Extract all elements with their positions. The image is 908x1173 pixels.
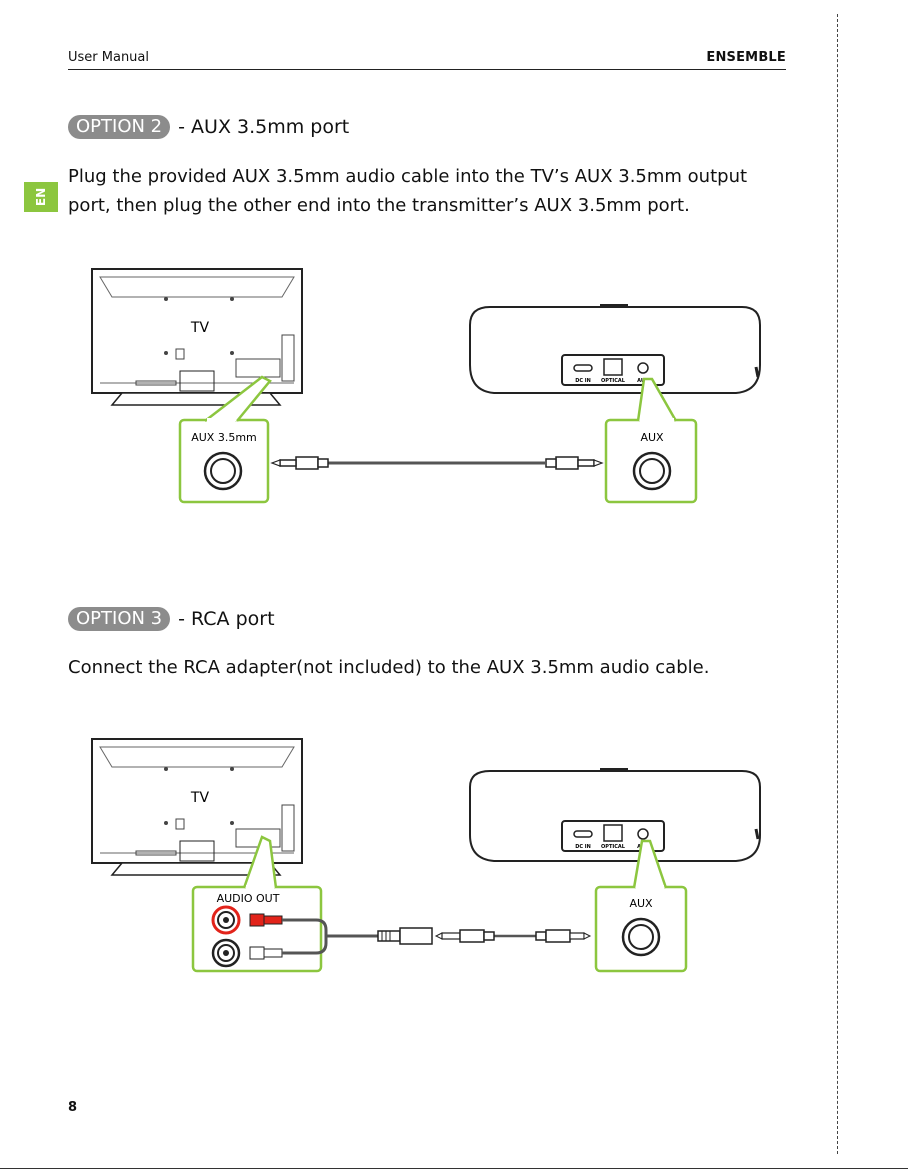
option3-diagram: TV DC IN OPTICAL AUX AUDIO OUT [91, 738, 761, 973]
header-title: User Manual [68, 50, 150, 65]
tx-dcin-label: DC IN [575, 378, 591, 384]
option3-title: - RCA port [178, 608, 275, 630]
transmitter-illustration: DC IN OPTICAL AUX [469, 304, 761, 394]
footer-divider [0, 1168, 908, 1169]
option3-instructions: Connect the RCA adapter(not included) to… [68, 653, 788, 682]
rca-adapter-cable [282, 918, 433, 955]
option2-heading: OPTION 2 - AUX 3.5mm port [68, 115, 349, 139]
tv-label: TV [190, 320, 210, 336]
option2-title: - AUX 3.5mm port [178, 116, 350, 138]
language-tab: EN [24, 182, 58, 212]
transmitter-illustration: DC IN OPTICAL AUX [469, 768, 761, 862]
header-brand: ENSEMBLE [706, 50, 786, 65]
header-divider [68, 69, 786, 70]
tx-optical-label: OPTICAL [601, 378, 626, 384]
tv-back-illustration: TV [91, 268, 303, 406]
option3-badge: OPTION 3 [68, 607, 171, 631]
tx-aux-port-label: AUX [629, 897, 653, 910]
language-tab-label: EN [34, 187, 48, 207]
option3-line1: Connect the RCA adapter(not included) to… [68, 657, 710, 678]
option2-badge: OPTION 2 [68, 115, 171, 139]
tv-audio-out-label: AUDIO OUT [217, 892, 280, 905]
option2-line1: Plug the provided AUX 3.5mm audio cable … [68, 166, 748, 187]
tv-aux-callout: AUX 3.5mm [178, 375, 272, 504]
option2-diagram: TV DC IN OPTICAL AUX AUX 3.5mm AUX [91, 268, 761, 504]
tx-dcin-label: DC IN [575, 844, 591, 850]
tv-aux-port-label: AUX 3.5mm [191, 431, 257, 444]
tx-aux-callout: AUX [604, 377, 698, 504]
aux-cable [434, 929, 592, 943]
aux-cable [270, 456, 604, 470]
option3-heading: OPTION 3 - RCA port [68, 607, 275, 631]
tv-label: TV [190, 790, 210, 806]
tx-aux-port-label: AUX [640, 431, 664, 444]
tv-audio-out-callout: AUDIO OUT [191, 835, 323, 973]
option2-instructions: Plug the provided AUX 3.5mm audio cable … [68, 162, 788, 220]
page-number: 8 [68, 1100, 78, 1115]
cut-line [837, 14, 838, 1154]
tx-aux-callout: AUX [594, 839, 688, 973]
option2-line2: port, then plug the other end into the t… [68, 195, 690, 216]
tx-optical-label: OPTICAL [601, 844, 626, 850]
